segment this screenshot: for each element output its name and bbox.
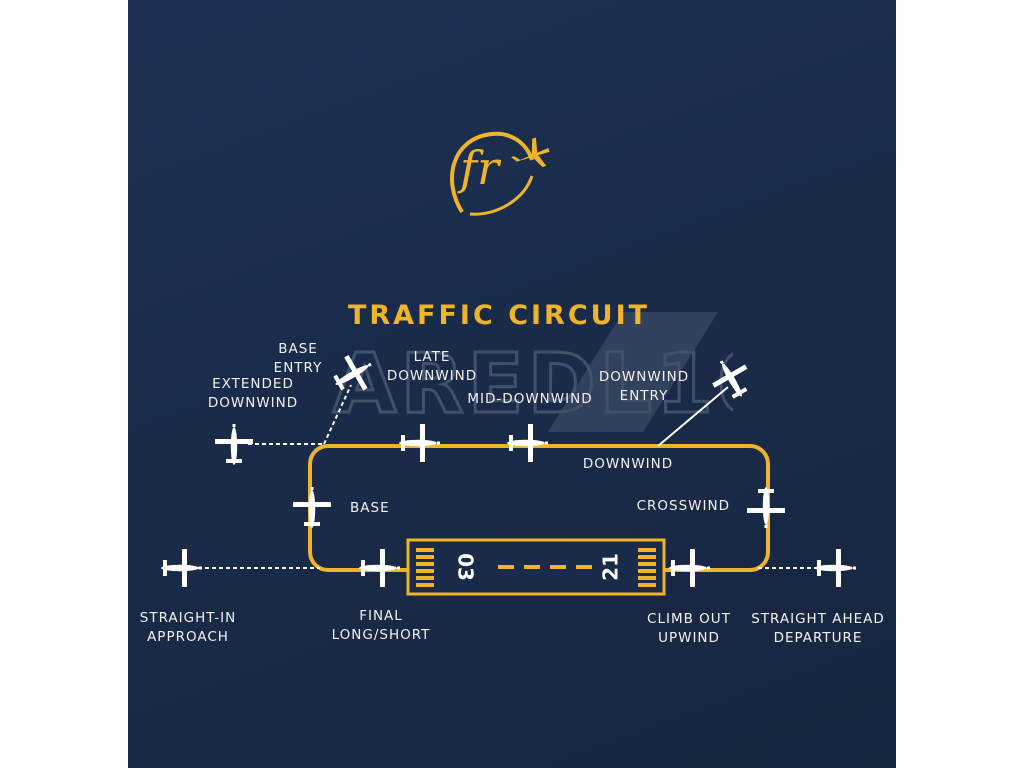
label-crosswind: CROSSWIND <box>636 498 730 514</box>
threshold-left <box>416 548 434 587</box>
label-late-downwind: LATE DOWNWIND <box>386 349 478 384</box>
airplane-icon <box>359 549 400 587</box>
airplane-icon <box>669 549 710 587</box>
label-climb-out: CLIMB OUT UPWIND <box>647 611 731 646</box>
label-mid-downwind: MID-DOWNWIND <box>467 391 593 407</box>
airplane-icon <box>161 549 202 587</box>
threshold-right <box>638 548 656 587</box>
label-straight-in-approach: STRAIGHT-IN APPROACH <box>139 610 237 645</box>
airplane-icon <box>747 487 785 528</box>
runway-number-21: 21 <box>599 553 623 581</box>
label-extended-downwind: EXTENDED DOWNWIND <box>207 376 299 411</box>
label-straight-ahead-departure: STRAIGHT AHEAD DEPARTURE <box>751 611 885 646</box>
centerline <box>498 565 592 569</box>
label-final: FINAL LONG/SHORT <box>331 608 431 643</box>
diagram-title: TRAFFIC CIRCUIT <box>347 300 651 331</box>
airplane-icon <box>507 424 548 462</box>
label-downwind: DOWNWIND <box>582 456 674 472</box>
airplane-icon <box>293 487 331 528</box>
label-downwind-entry: DOWNWIND ENTRY <box>598 369 690 404</box>
airplane-icon <box>815 549 856 587</box>
logo-icon: fr <box>450 131 550 216</box>
downwind-entry-line <box>657 386 729 447</box>
runway-number-03: 03 <box>454 553 478 581</box>
airplane-icon <box>215 424 253 465</box>
base-entry-line <box>323 384 352 445</box>
runway: 03 21 <box>406 538 666 596</box>
airplane-icon <box>399 424 440 462</box>
label-base: BASE <box>350 500 390 516</box>
label-base-entry: BASE ENTRY <box>273 341 323 376</box>
logo-text: fr <box>457 141 502 195</box>
